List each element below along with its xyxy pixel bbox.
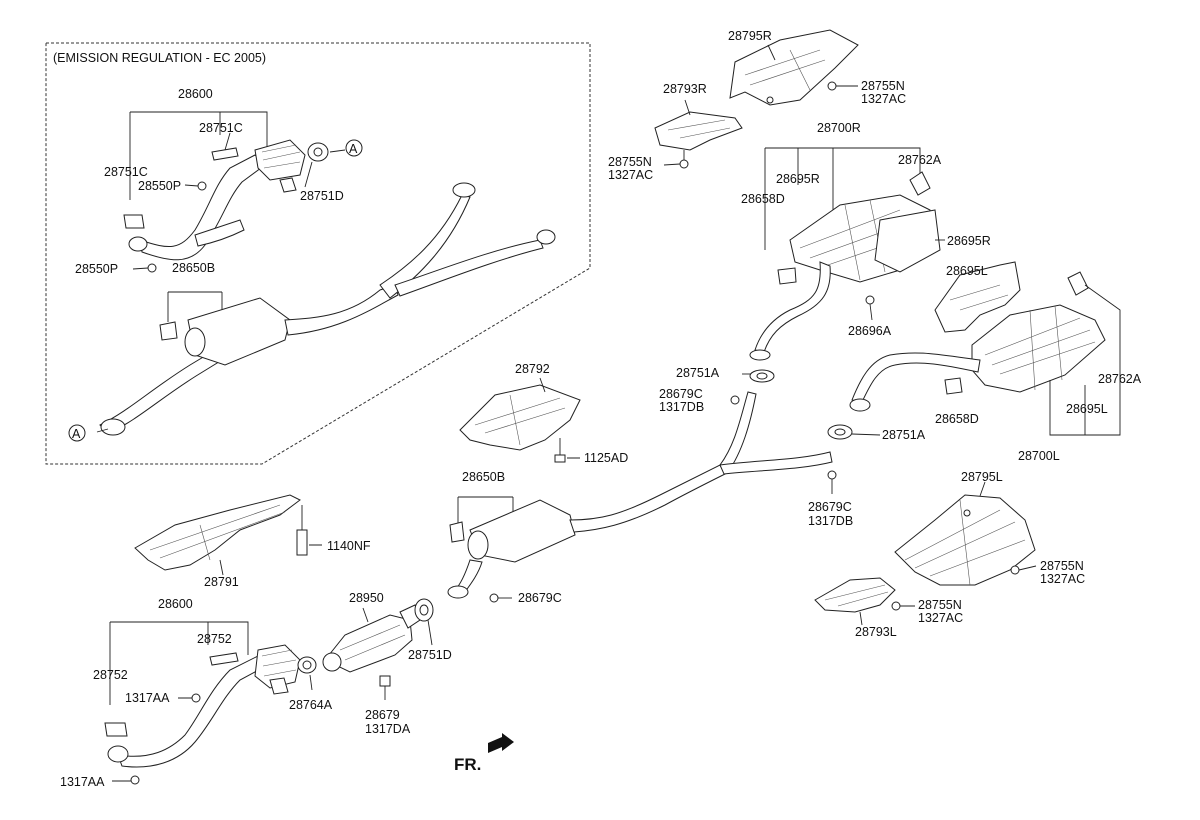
label-28751A-b: 28751A <box>882 428 926 442</box>
label-28795L: 28795L <box>961 470 1003 484</box>
nut-28679C-a <box>730 395 740 405</box>
label-28695R-a: 28695R <box>776 172 820 186</box>
part-labels: 28600 28751C 28751C 28550P 28550P 28751D… <box>60 29 1142 789</box>
region-title: (EMISSION REGULATION - EC 2005) <box>53 51 266 65</box>
label-28700R: 28700R <box>817 121 861 135</box>
rear-muffler-28700L <box>827 261 1121 440</box>
label-28762A-a: 28762A <box>898 153 942 167</box>
label-28751C-a: 28751C <box>199 121 243 135</box>
label-28950: 28950 <box>349 591 384 605</box>
heat-protector-28793R <box>654 99 743 169</box>
front-pipe-bottom <box>104 621 317 785</box>
heat-protector-28791 <box>134 494 322 576</box>
label-28751D-top: 28751D <box>300 189 344 203</box>
label-1125AD: 1125AD <box>584 451 628 465</box>
bolt-1317AA-a <box>191 693 201 703</box>
label-1317DB-b: 1317DB <box>808 514 853 528</box>
label-1327AC-b: 1327AC <box>608 168 653 182</box>
label-28600-bot: 28600 <box>158 597 193 611</box>
label-28679C-b: 28679C <box>808 500 852 514</box>
center-pipe-main <box>447 391 837 603</box>
label-28752-b: 28752 <box>93 668 128 682</box>
label-28695L-a: 28695L <box>946 264 988 278</box>
label-28751D-bot: 28751D <box>408 648 452 662</box>
hanger-28762A-b <box>1067 271 1089 296</box>
label-1317DB-a: 1317DB <box>659 400 704 414</box>
label-28792: 28792 <box>515 362 550 376</box>
label-28695L-b: 28695L <box>1066 402 1108 416</box>
label-28755N-a: 28755N <box>861 79 905 93</box>
ref-marker-A-bottom-label: A <box>72 427 81 441</box>
label-28755N-b: 28755N <box>608 155 652 169</box>
label-28679C-c: 28679C <box>518 591 562 605</box>
label-28793R: 28793R <box>663 82 707 96</box>
label-28762A-b: 28762A <box>1098 372 1142 386</box>
heat-protector-28792 <box>459 377 581 463</box>
label-28695R-b: 28695R <box>947 234 991 248</box>
label-1317AA-b: 1317AA <box>60 775 105 789</box>
center-muffler-ec: A <box>68 182 556 442</box>
gasket-28752-left <box>104 722 128 737</box>
label-28600-top: 28600 <box>178 87 213 101</box>
label-1317AA-a: 1317AA <box>125 691 170 705</box>
nut-28679C-c <box>489 593 499 603</box>
gasket-28752-top <box>209 652 239 666</box>
label-28752-a: 28752 <box>197 632 232 646</box>
gasket-28751C-left <box>123 214 145 229</box>
label-28679C-a: 28679C <box>659 387 703 401</box>
ref-marker-A-top-label: A <box>349 142 358 156</box>
bolt-1140NF <box>296 529 308 556</box>
emission-region-border <box>45 42 591 465</box>
label-28696A: 28696A <box>848 324 892 338</box>
ref-marker-A-top <box>345 139 363 157</box>
label-28793L: 28793L <box>855 625 897 639</box>
label-28700L: 28700L <box>1018 449 1060 463</box>
label-28658D-a: 28658D <box>741 192 785 206</box>
label-28679: 28679 <box>365 708 400 722</box>
hanger-28762A-a <box>909 171 931 196</box>
emission-region: (EMISSION REGULATION - EC 2005) <box>45 42 591 465</box>
label-28755N-d: 28755N <box>918 598 962 612</box>
label-28764A: 28764A <box>289 698 333 712</box>
nut-28550P-b <box>147 263 157 273</box>
label-1140NF: 1140NF <box>327 539 371 553</box>
front-arrow-icon <box>488 733 514 753</box>
gasket-28751C-top <box>211 147 239 161</box>
front-direction: FR. <box>454 733 514 774</box>
rear-muffler-28700R <box>742 147 945 383</box>
label-28550P-a: 28550P <box>138 179 181 193</box>
label-28751A-a: 28751A <box>676 366 720 380</box>
nut-28550P-a <box>197 181 207 191</box>
label-28650B-bot: 28650B <box>462 470 505 484</box>
nut-28679C-b <box>827 470 837 480</box>
nut-28679 <box>379 675 391 687</box>
label-28650B-top: 28650B <box>172 261 215 275</box>
bolt-1125AD <box>554 454 566 463</box>
ref-marker-A-bottom <box>68 424 86 442</box>
label-28658D-b: 28658D <box>935 412 979 426</box>
heat-protector-28795L <box>894 481 1037 586</box>
label-28791: 28791 <box>204 575 239 589</box>
front-label: FR. <box>454 755 481 774</box>
front-pipe-top: A <box>123 111 363 273</box>
bolt-1317AA-b <box>130 775 140 785</box>
catalytic-front-bottom <box>254 644 301 689</box>
label-1317DA: 1317DA <box>365 722 411 736</box>
label-28755N-c: 28755N <box>1040 559 1084 573</box>
label-1327AC-a: 1327AC <box>861 92 906 106</box>
label-28795R: 28795R <box>728 29 772 43</box>
heat-protector-28793L <box>814 577 915 626</box>
heat-shield-28695L-a <box>934 261 1021 333</box>
catalytic-converter-28950 <box>322 598 434 700</box>
heat-protector-28795R <box>729 29 859 106</box>
label-28550P-b: 28550P <box>75 262 118 276</box>
label-1327AC-d: 1327AC <box>918 611 963 625</box>
label-28751C-b: 28751C <box>104 165 148 179</box>
muffler-ec <box>187 297 291 366</box>
label-1327AC-c: 1327AC <box>1040 572 1085 586</box>
